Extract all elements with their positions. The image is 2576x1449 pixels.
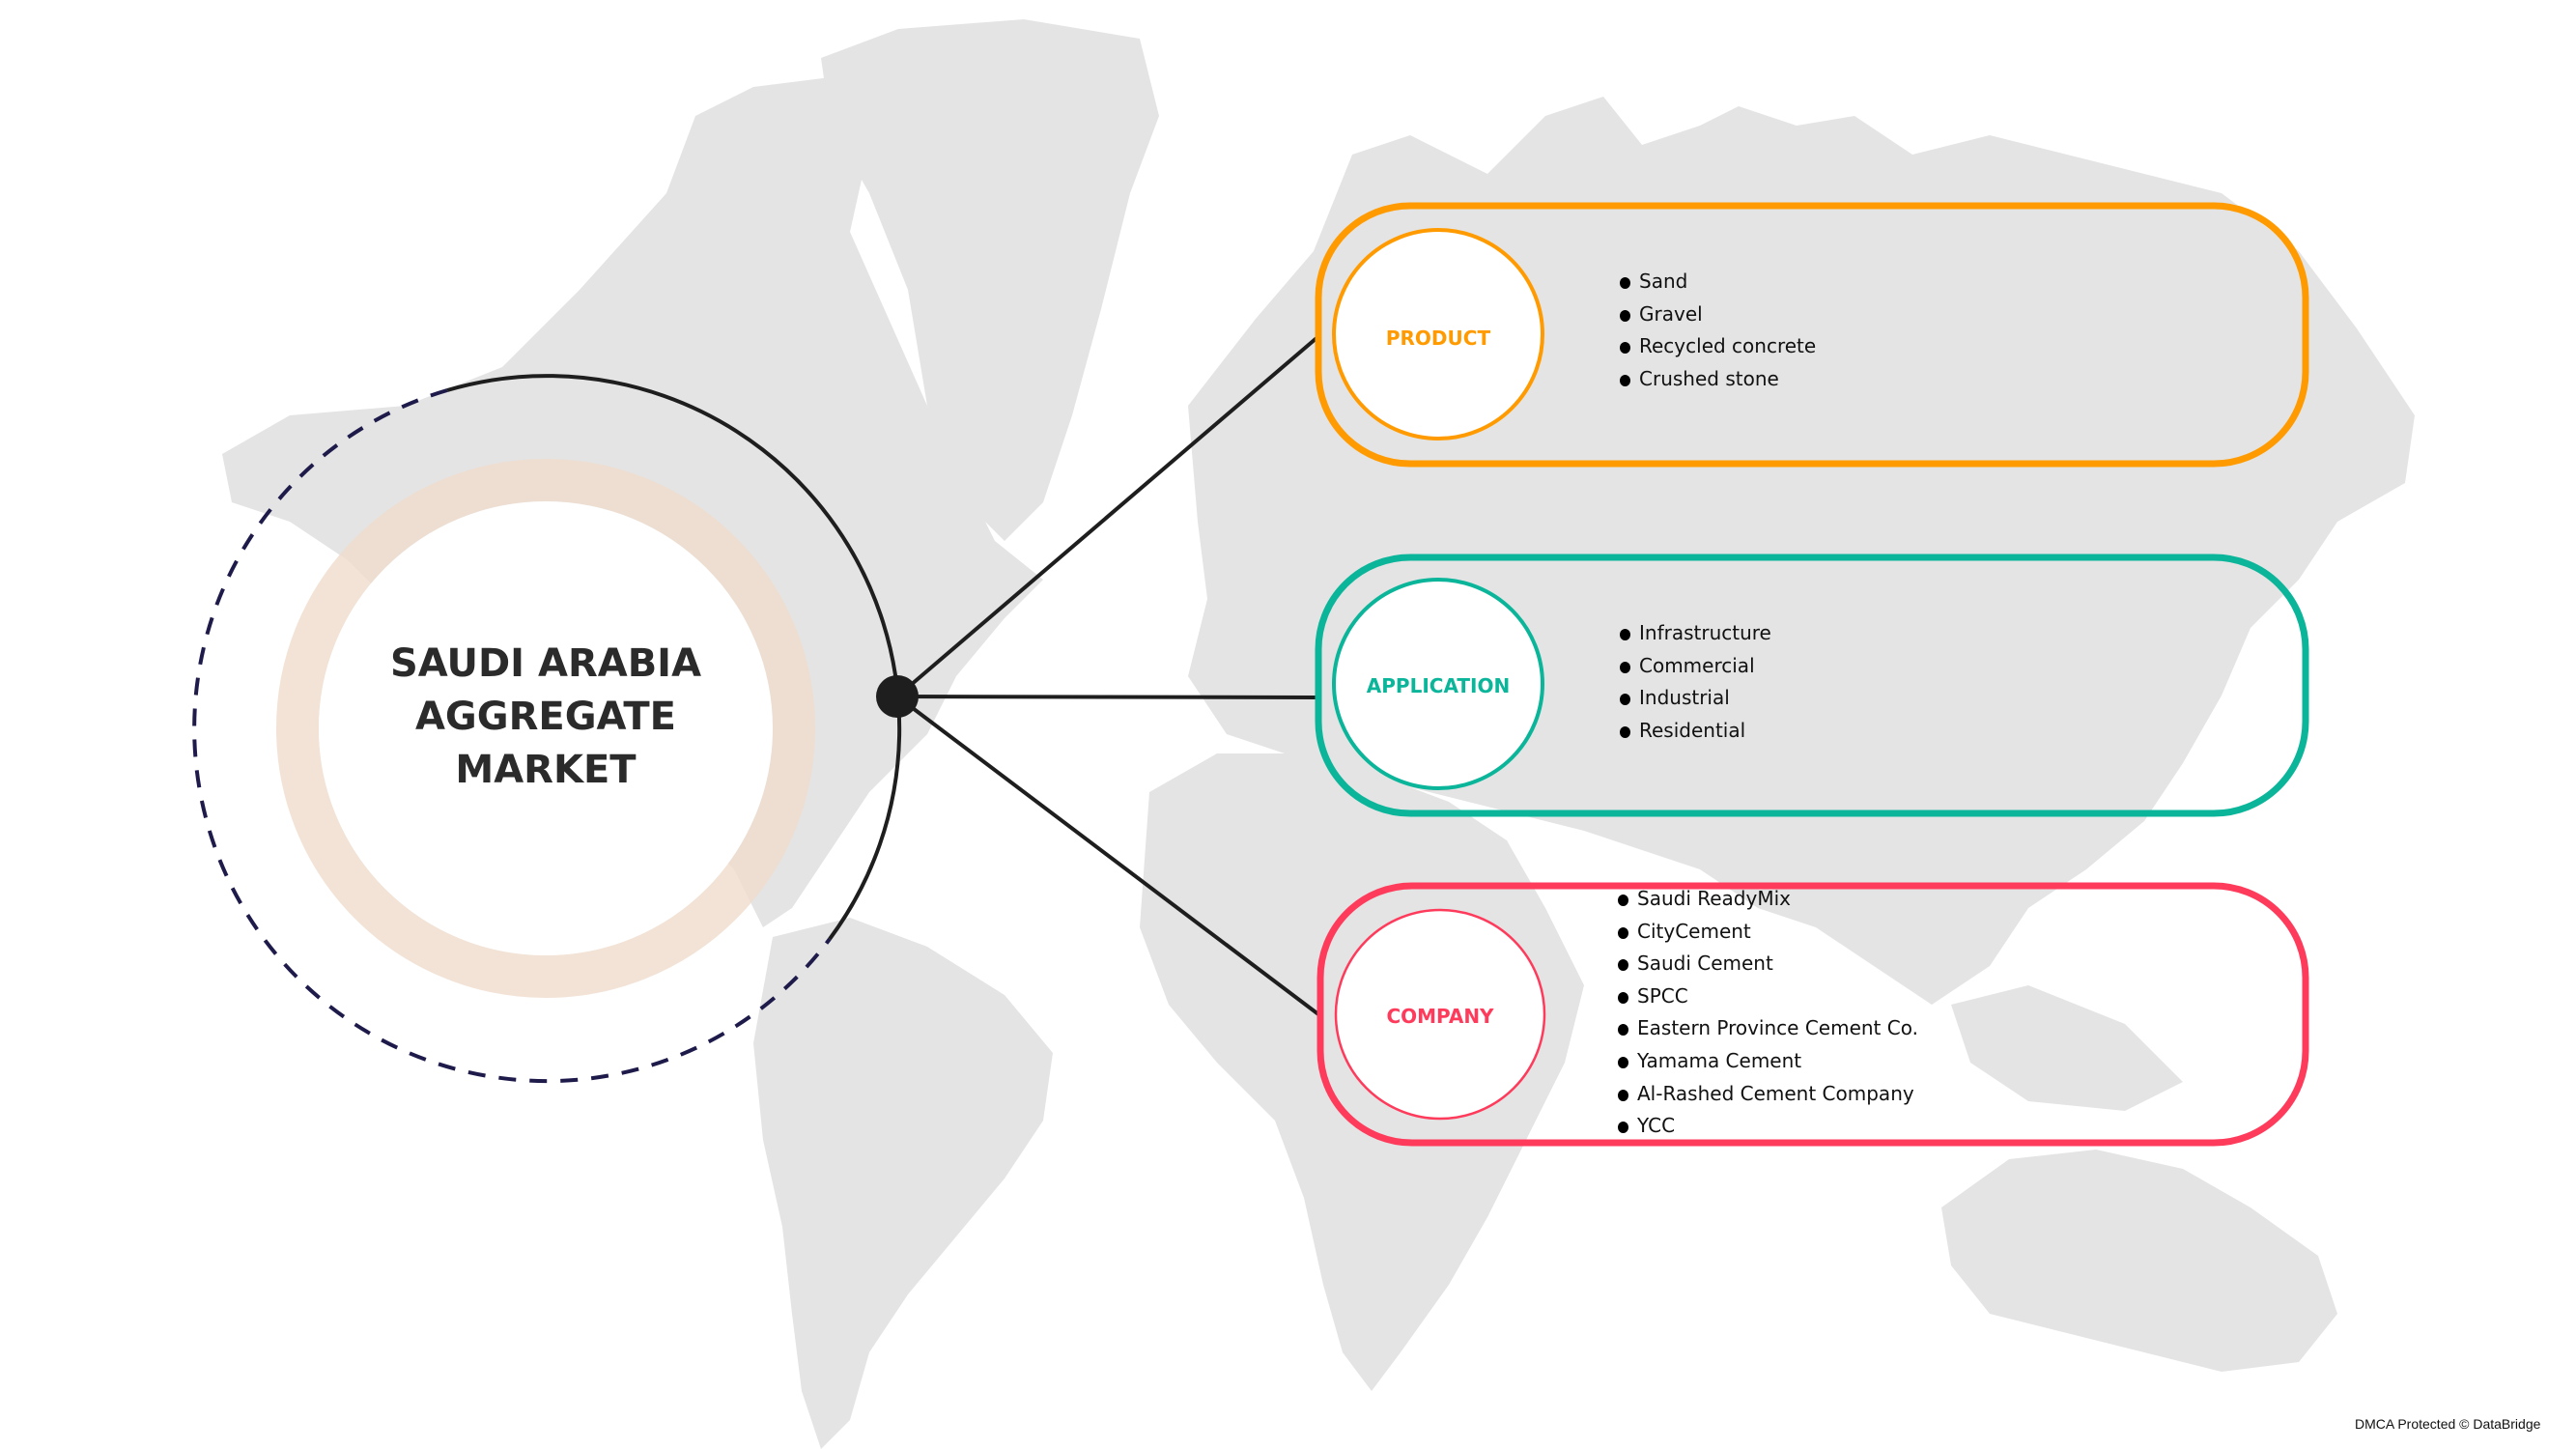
product-list: Sand Gravel Recycled concrete Crushed st… [1620,266,1816,395]
solid-orbit-arc [446,374,902,941]
segment-label-application: APPLICATION [1366,674,1511,697]
list-item: Gravel [1620,298,1816,331]
list-item: Recycled concrete [1620,330,1816,363]
connector-company [895,695,1320,1016]
bullet-icon [1618,991,1628,1004]
market-title-line-2: AGGREGATE [414,695,677,739]
company-box [1316,882,2309,1147]
list-item: Eastern Province Cement Co. [1618,1012,1918,1045]
application-list: Infrastructure Commercial Industrial Res… [1620,617,1771,747]
list-item: Al-Rashed Cement Company [1618,1078,1918,1111]
bullet-icon [1618,895,1628,906]
list-item: Crushed stone [1620,363,1816,396]
connector-application [896,695,1317,699]
list-item: Infrastructure [1620,617,1771,650]
bullet-icon [1618,959,1628,972]
product-circle [1332,228,1544,440]
product-box [1315,202,2309,468]
list-item: CityCement [1618,916,1918,949]
segment-label-product: PRODUCT [1385,327,1491,350]
list-item: Industrial [1620,682,1771,715]
application-circle [1332,578,1544,790]
dmca-notice: DMCA Protected © DataBridge [2355,1416,2541,1432]
bullet-icon [1618,1122,1628,1134]
company-list: Saudi ReadyMix CityCement Saudi Cement S… [1618,883,1918,1143]
list-item: Saudi ReadyMix [1618,883,1918,916]
bullet-icon [1620,629,1630,640]
center-ring [276,459,815,998]
center-disc [319,501,773,955]
list-item: SPCC [1618,980,1918,1013]
dashed-orbit-arc [192,388,832,1084]
market-title-line-3: MARKET [455,748,637,792]
australia-shape [1941,1150,2337,1372]
bullet-icon [1620,725,1630,738]
list-item: Residential [1620,715,1771,748]
bullet-icon [1618,926,1628,939]
bullet-icon [1618,1089,1628,1101]
connector-product [895,336,1318,698]
south-america-shape [753,918,1053,1449]
southeast-asia-shape [1951,985,2183,1111]
list-item: Commercial [1620,650,1771,683]
bullet-icon [1618,1056,1628,1068]
company-circle [1334,908,1546,1121]
list-item: Sand [1620,266,1816,298]
greenland-shape [821,19,1159,541]
market-title-line-1: SAUDI ARABIA [389,641,702,686]
bullet-icon [1620,374,1630,386]
list-item: YCC [1618,1110,1918,1143]
list-item: Yamama Cement [1618,1045,1918,1078]
bullet-icon [1620,309,1630,322]
list-item: Saudi Cement [1618,948,1918,980]
application-box [1315,554,2309,817]
bullet-icon [1620,342,1630,355]
hub-dot [876,675,919,718]
bullet-icon [1618,1024,1628,1037]
market-title: SAUDI ARABIA AGGREGATE MARKET [353,638,739,797]
bullet-icon [1620,694,1630,706]
bullet-icon [1620,661,1630,673]
bullet-icon [1620,277,1630,289]
segment-label-company: COMPANY [1386,1005,1494,1028]
